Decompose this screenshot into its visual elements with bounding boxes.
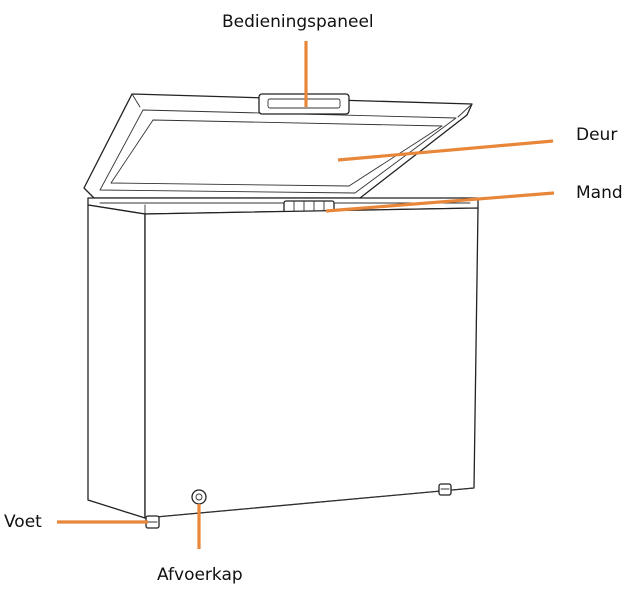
control-panel <box>258 93 350 115</box>
leader-basket <box>325 191 555 213</box>
leader-door <box>337 139 554 162</box>
label-control-panel: Bedieningspaneel <box>222 12 374 32</box>
basket <box>283 200 335 213</box>
leader-lines <box>57 41 555 549</box>
label-basket: Mand <box>576 183 623 203</box>
label-foot: Voet <box>4 512 42 532</box>
label-drain-cap: Afvoerkap <box>157 565 243 585</box>
drain-cap <box>191 489 207 505</box>
cabinet-body <box>87 204 479 519</box>
feet <box>145 483 452 529</box>
label-door: Deur <box>576 125 618 145</box>
